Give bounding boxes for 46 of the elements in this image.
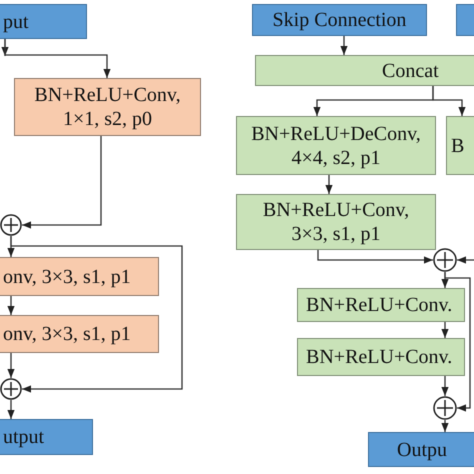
layer-box	[255, 55, 474, 86]
layer-box	[456, 4, 474, 36]
layer-label: BN+ReLU+Conv.	[306, 293, 452, 317]
arrow	[7, 400, 15, 419]
layer-label: BN+ReLU+DeConv, 4×4, s2, p1	[250, 122, 422, 170]
layer-label: BN+ReLU+Conv.	[306, 345, 452, 369]
arrow	[4, 39, 111, 78]
layer-box	[14, 78, 201, 136]
arrow	[444, 272, 471, 412]
sum-circle	[433, 248, 457, 272]
layer-label: utput	[3, 425, 44, 449]
layer-box	[0, 4, 87, 39]
layer-box	[446, 116, 474, 175]
arrow	[22, 136, 102, 229]
arrow	[10, 236, 183, 393]
arrow	[441, 420, 449, 432]
layer-box	[297, 338, 465, 376]
layer-box	[0, 257, 159, 296]
sum-circle	[433, 396, 457, 420]
layer-box	[236, 194, 436, 250]
arrow	[340, 36, 348, 55]
sum-circle	[0, 378, 22, 400]
layer-box	[236, 116, 436, 175]
layer-label: BN+ReLU+Conv, 1×1, s2, p0	[33, 83, 182, 131]
layer-label: Concat	[382, 58, 439, 82]
arrow	[432, 86, 466, 116]
arrow	[317, 250, 433, 264]
layer-label: Outpu	[397, 438, 447, 462]
layer-label: onv, 3×3, s1, p1	[3, 264, 131, 288]
sum-circle	[0, 214, 22, 236]
layer-box	[297, 288, 465, 322]
arrow	[441, 376, 449, 396]
arrow	[7, 296, 15, 315]
layer-label: Skip Connection	[272, 8, 406, 32]
arrow	[457, 256, 474, 264]
layer-box	[0, 419, 93, 455]
layer-label: B	[451, 134, 464, 158]
arrow	[441, 322, 449, 338]
layer-label: BN+ReLU+Conv, 3×3, s1, p1	[262, 198, 410, 246]
layer-label: put	[3, 10, 29, 34]
arrow	[325, 175, 333, 194]
arrow	[7, 353, 15, 378]
layer-box	[0, 315, 159, 353]
layer-box	[368, 432, 474, 467]
layer-label: onv, 3×3, s1, p1	[3, 322, 131, 346]
layer-box	[252, 4, 427, 36]
